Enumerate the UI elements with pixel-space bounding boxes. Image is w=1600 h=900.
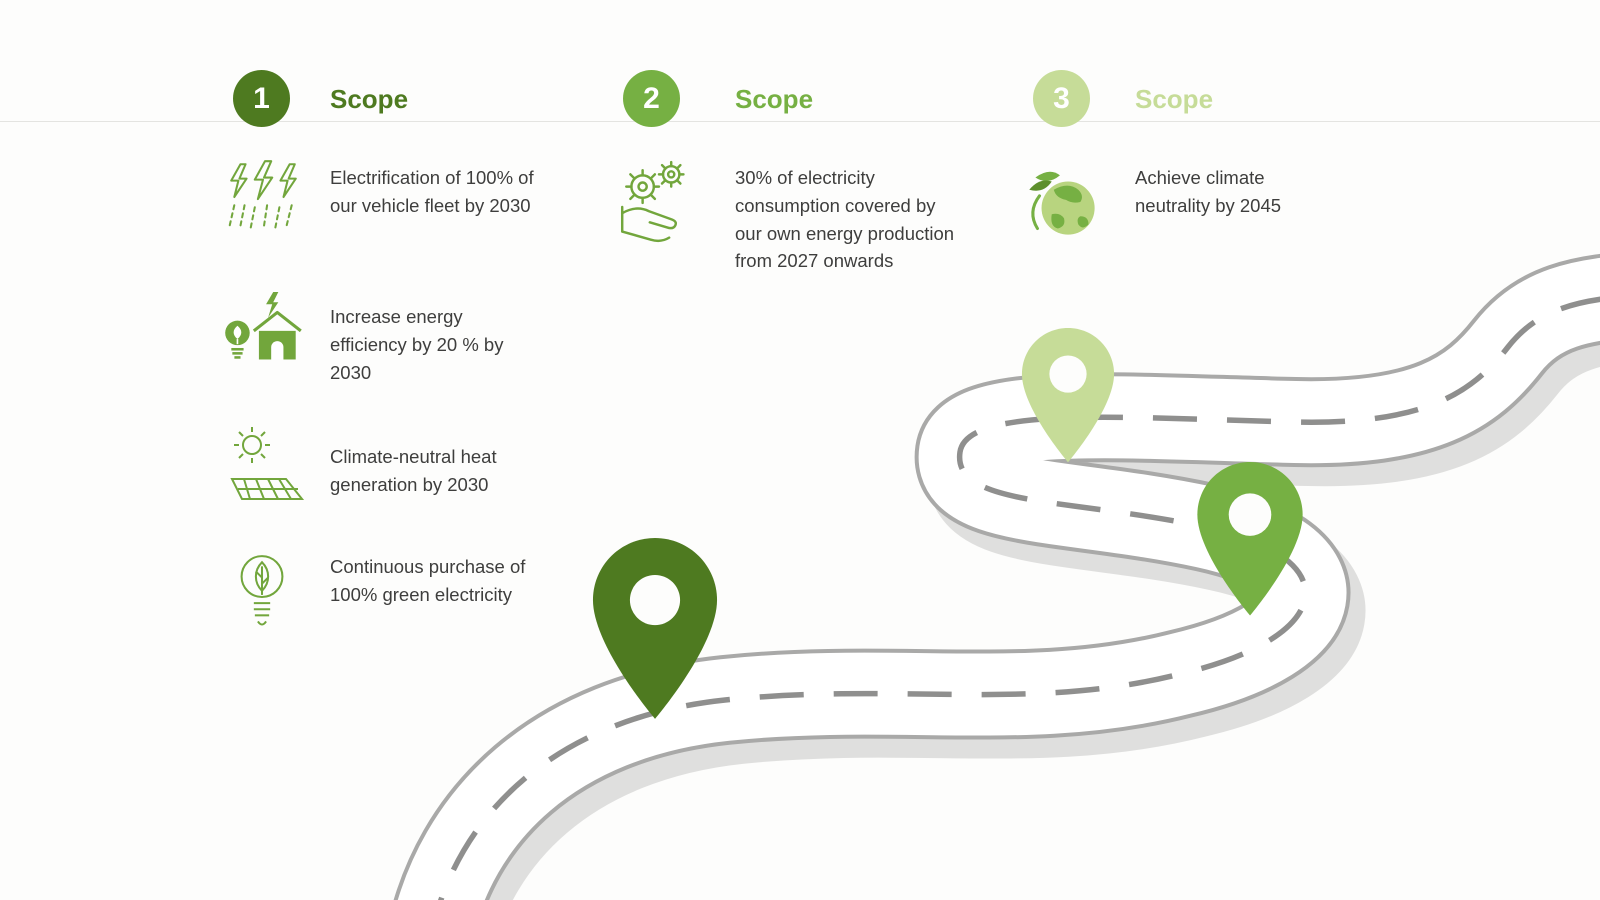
scope2-label: Scope	[735, 84, 814, 114]
scope3-item1-text: Achieve climate neutrality by 2045	[1135, 167, 1282, 216]
globe-leaf-icon	[1015, 155, 1113, 253]
green-bulb-icon	[233, 550, 291, 648]
lightning-bolts-icon	[222, 158, 304, 232]
scope1-item3-text: Climate-neutral heat generation by 2030	[330, 446, 497, 495]
gears-hand-icon	[612, 160, 710, 252]
scope3-pin	[1021, 328, 1115, 463]
scope2-number-badge: 2	[623, 70, 680, 127]
scope2-pin	[1197, 462, 1303, 616]
solar-panel-icon	[222, 425, 310, 507]
energy-efficiency-icon	[220, 290, 306, 384]
scope3-number-badge: 3	[1033, 70, 1090, 127]
scope1-item4-text: Continuous purchase of 100% green electr…	[330, 556, 526, 605]
scope1-item1-text: Electrification of 100% of our vehicle f…	[330, 167, 534, 216]
scope1-label: Scope	[330, 84, 409, 114]
scope2-item1-text: 30% of electricity consumption covered b…	[735, 167, 955, 272]
header-divider-line	[0, 121, 1600, 122]
scope1-item2-text: Increase energy efficiency by 20 % by 20…	[330, 306, 504, 383]
road-center-dashes	[438, 296, 1600, 900]
scope1-pin	[592, 538, 718, 719]
scope3-label: Scope	[1135, 84, 1214, 114]
scope1-number-badge: 1	[233, 70, 290, 127]
